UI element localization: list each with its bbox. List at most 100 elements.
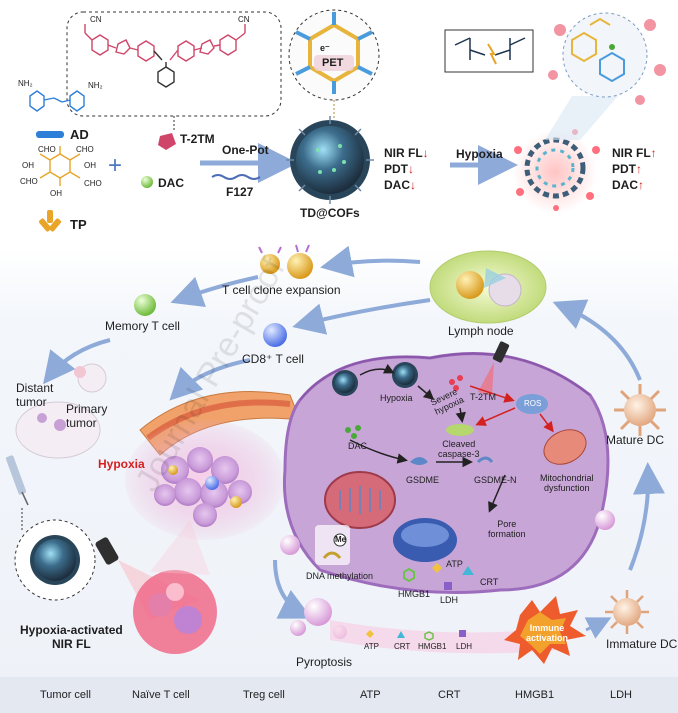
- legend-atp: ATP: [360, 689, 381, 701]
- me-label: Me: [335, 535, 347, 544]
- tp-molecule: [39, 146, 81, 186]
- chromatin: [339, 486, 381, 514]
- immature-dc-label: Immature DC: [606, 637, 678, 651]
- vessel-inner: [146, 399, 291, 441]
- t2tm-inset-box: [444, 29, 534, 73]
- immune-activation-core: [520, 612, 566, 654]
- state1-nir: NIR FL↓: [384, 146, 429, 160]
- cof-hexagon-lattice: [295, 12, 373, 94]
- tumor-cluster: [154, 447, 252, 527]
- incoming-nanoparticle: [332, 370, 358, 396]
- cycle-arrow-pyroptosis: [273, 559, 313, 619]
- cd8-t-cell-label: CD8⁺ T cell: [242, 352, 304, 366]
- state1-pdt: PDT↓: [384, 162, 414, 176]
- dac-icon: [141, 176, 153, 188]
- released-damps: [403, 563, 474, 590]
- injected-nanoparticle: [30, 535, 80, 585]
- released-lattice: [571, 17, 625, 83]
- tissue-glow: [125, 420, 285, 540]
- legend-crt: CRT: [438, 689, 461, 701]
- bond-cleave-icon: [487, 43, 497, 65]
- lymph-node: [429, 250, 547, 324]
- mito-dysfunction-label: Mitochondrial dysfunction: [540, 473, 594, 493]
- td-cofs-nanoparticle: [286, 116, 374, 204]
- t2tm-inset-molecule: [454, 37, 526, 60]
- cell-hypoxia-label: Hypoxia: [380, 393, 413, 403]
- dissociated-nanoparticle: [513, 129, 600, 214]
- legend-hmgb1: HMGB1: [515, 689, 555, 701]
- gsdme-icon: [410, 457, 428, 465]
- tp-oh-3: OH: [50, 189, 62, 198]
- state2-pdt: PDT↑: [612, 162, 642, 176]
- ad-nh2-right: NH₂: [88, 81, 103, 90]
- tp-cho-1: CHO: [38, 145, 56, 154]
- tp-label: TP: [70, 217, 87, 232]
- cycle-arrow-mature-dc: [552, 299, 642, 381]
- t2tm-cn-2: CN: [238, 15, 250, 24]
- t2tm-structure-box: [66, 11, 282, 117]
- release-ldh-label: LDH: [456, 642, 473, 651]
- state2-nir: NIR FL↑: [612, 146, 657, 160]
- tcr-receptor: [258, 244, 310, 254]
- cell-dac-label: DAC: [348, 441, 368, 451]
- pyroptosis-label: Pyroptosis: [296, 655, 353, 669]
- t2tm-molecule: [84, 24, 246, 88]
- damp-release-band: [330, 620, 560, 654]
- release-hmgb1-icon: [424, 631, 434, 641]
- pore-structure: [393, 518, 457, 562]
- gsdme-label: GSDME: [406, 475, 440, 485]
- cell-atp-label: ATP: [446, 559, 463, 569]
- immune-activation-label: Immune activation: [526, 623, 569, 643]
- clone-t-cell-1: [260, 254, 280, 274]
- ad-molecule: [29, 90, 85, 112]
- ad-nh2-left: NH₂: [18, 79, 33, 88]
- electron-label: e⁻: [320, 43, 330, 53]
- internalized-nanoparticle: [392, 362, 418, 388]
- release-ldh-icon: [459, 630, 466, 637]
- nir-fl-cells: [148, 583, 202, 634]
- pore-formation-label: Pore formation: [488, 519, 526, 539]
- state2-dac: DAC↑: [612, 178, 644, 192]
- plus-sign: +: [108, 152, 123, 179]
- legend-bar: [0, 677, 678, 713]
- memory-t-cell-label: Memory T cell: [105, 319, 180, 333]
- ros-label: ROS: [524, 399, 542, 408]
- ad-label: AD: [70, 127, 89, 142]
- dna-methylation-label: DNA methylation: [306, 571, 374, 581]
- cycle-arrow-primary: [169, 358, 251, 401]
- cell-hmgb1-label: HMGB1: [398, 589, 431, 599]
- clone-t-cell-2: [287, 253, 313, 279]
- mature-dc-icon: [614, 384, 666, 436]
- ad-icon: [36, 131, 64, 138]
- gsdmen-icon: [476, 456, 494, 464]
- red-pathway-arrows: [469, 385, 554, 433]
- t2tm-label: T-2TM: [180, 132, 215, 146]
- mature-dc-label: Mature DC: [606, 433, 665, 447]
- syringe-icon: [5, 455, 29, 506]
- immune-to-dc-arrow: [584, 617, 612, 639]
- nir-fl-zoom-circle: [133, 570, 217, 654]
- legend-tumor-cell: Tumor cell: [40, 689, 91, 701]
- tp-cho-4: CHO: [84, 179, 102, 188]
- pathway-arrows: [349, 385, 506, 513]
- cycle-arrow-cd8: [292, 298, 431, 335]
- laser-icon: [478, 341, 510, 396]
- cell-membrane-shadow: [299, 352, 591, 401]
- memory-t-cell-icon: [134, 294, 156, 316]
- dna-methylation-icon: [315, 525, 350, 565]
- onepot-label: One-Pot: [222, 143, 269, 157]
- nir-fl-caption: Hypoxia-activated NIR FL: [20, 623, 123, 651]
- dac-label: DAC: [158, 176, 184, 190]
- f127-squiggle: [211, 174, 261, 180]
- legend-naive-t-cell: Naïve T cell: [132, 689, 190, 701]
- mitochondrion: [543, 429, 587, 465]
- immature-dc-icon: [605, 590, 649, 634]
- pet-label-box: [314, 55, 354, 71]
- lymph-node-label: Lymph node: [448, 324, 514, 338]
- cycle-arrow-top: [320, 245, 421, 278]
- tp-cho-2: CHO: [76, 145, 94, 154]
- release-atp-label: ATP: [364, 642, 379, 651]
- dac-molecule-green: [609, 44, 615, 50]
- t2tm-dots: [449, 375, 463, 391]
- f127-label: F127: [226, 185, 254, 199]
